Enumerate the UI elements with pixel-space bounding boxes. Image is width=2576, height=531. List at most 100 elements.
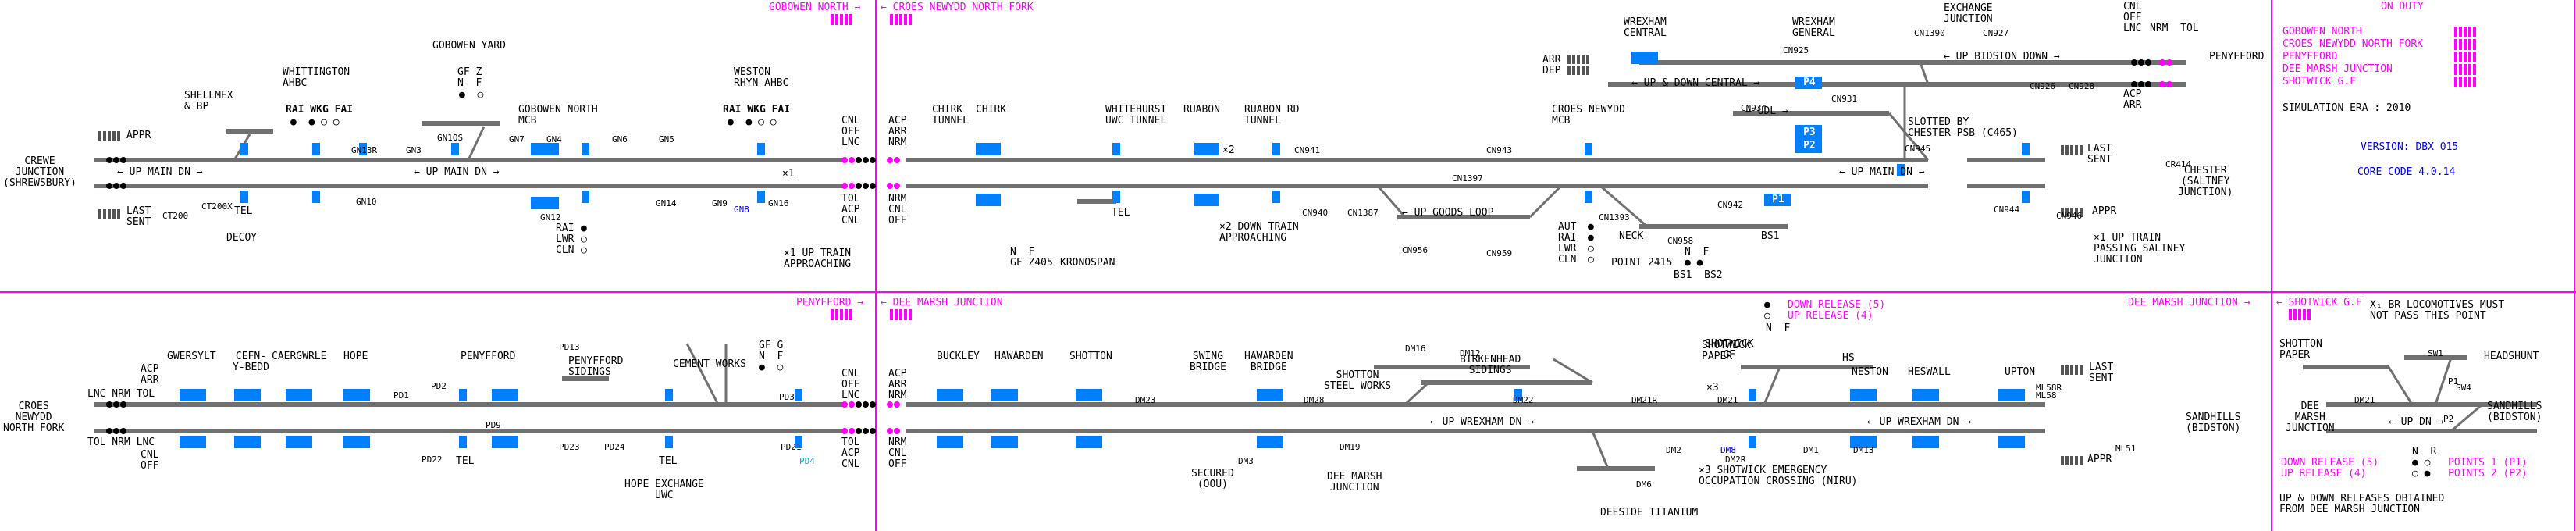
signal-cn943[interactable]: CN943 (1486, 145, 1513, 155)
signal-cn927[interactable]: CN927 (1983, 28, 2009, 38)
signal-gn16[interactable]: GN16 (768, 198, 789, 208)
signal-cn931[interactable]: CN931 (1831, 94, 1858, 104)
signal-pd24[interactable]: PD24 (604, 442, 625, 452)
duty-penyffordd[interactable]: PENYFFORD (2282, 51, 2338, 62)
chester-label: CHESTER (SALTNEY JUNCTION) (2178, 165, 2233, 198)
dee-marsh-jn-label-sw: DEE MARSH JUNCTION (2286, 401, 2335, 434)
up-main-dn-wrexham: ← UP MAIN DN → (1839, 166, 1925, 178)
duty-croes[interactable]: CROES NEWYDD NORTH FORK (2282, 38, 2424, 50)
header-penyffordd: PENYFFORD → (796, 297, 864, 308)
signal-cn942[interactable]: CN942 (1717, 200, 1744, 210)
signal-cn959[interactable]: CN959 (1486, 248, 1513, 258)
signal-cn934[interactable]: CN934 (1741, 103, 1767, 113)
signal-cn944[interactable]: CN944 (1994, 205, 2020, 215)
signal-cn1393[interactable]: CN1393 (1599, 212, 1630, 223)
signal-gn7[interactable]: GN7 (509, 134, 525, 144)
tol-acp-cnl-b: TOL ACP CNL (841, 437, 860, 470)
signal-sw1[interactable]: SW1 (2428, 348, 2443, 358)
signal-gn3[interactable]: GN3 (406, 145, 422, 155)
signal-cn940[interactable]: CN940 (1302, 208, 1329, 218)
signal-dm23[interactable]: DM23 (1135, 395, 1156, 405)
signal-dm2r[interactable]: DM2R (1725, 454, 1746, 465)
signal-cr414[interactable]: CR414 (2165, 159, 2192, 169)
signal-pd2[interactable]: PD2 (431, 381, 447, 391)
appr-label: APPR (126, 130, 151, 141)
signal-gn9[interactable]: GN9 (712, 198, 728, 208)
signal-sw4[interactable]: SW4 (2456, 383, 2471, 393)
signal-dm12[interactable]: DM12 (1460, 348, 1481, 358)
sandhills-sw: SANDHILLS (BIDSTON) (2487, 401, 2542, 423)
signal-cn928[interactable]: CN928 (2069, 81, 2095, 91)
signal-dm1[interactable]: DM1 (1803, 445, 1819, 455)
cnl-off-lnc-wrexham: CNL OFF LNC (2123, 1, 2142, 34)
signal-gn14[interactable]: GN14 (656, 198, 677, 208)
signal-p1-sw[interactable]: P1 (2448, 376, 2459, 387)
signal-dm8[interactable]: DM8 (1720, 445, 1736, 455)
signal-ml58[interactable]: ML58 (2036, 390, 2057, 401)
signal-cn926[interactable]: CN926 (2030, 81, 2056, 91)
nrm-cnl-off-b: NRM CNL OFF (888, 437, 907, 470)
signal-ml58r[interactable]: ML58R (2036, 383, 2062, 393)
wrexham-general-label: WREXHAM GENERAL (1792, 16, 1835, 39)
signal-cn1387[interactable]: CN1387 (1347, 208, 1379, 218)
signal-dm21-sw[interactable]: DM21 (2354, 395, 2375, 405)
signal-ct200[interactable]: CT200 (162, 211, 189, 221)
appr-br-indicator (2061, 456, 2084, 465)
signal-cn946[interactable]: CN946 (2056, 211, 2083, 221)
duty-shotwick[interactable]: SHOTWICK G.F (2282, 76, 2356, 87)
tol-acp-cnl-a: TOL ACP CNL (841, 193, 860, 226)
duty-dee-marsh[interactable]: DEE MARSH JUNCTION (2282, 63, 2393, 75)
secured-label: SECURED (OOU) (1191, 468, 1234, 490)
signal-pd1[interactable]: PD1 (393, 390, 409, 401)
signal-p2-sw[interactable]: P2 (2443, 414, 2454, 424)
signal-gn10[interactable]: GN10 (356, 197, 377, 207)
signal-dm13[interactable]: DM13 (1853, 445, 1874, 455)
gf-z-label: GF Z N F (457, 66, 482, 89)
signal-dm6[interactable]: DM6 (1636, 479, 1652, 490)
shotton-label: SHOTTON (1069, 351, 1112, 362)
last-sent-right: LAST SENT (2087, 143, 2112, 166)
signal-dm28[interactable]: DM28 (1304, 395, 1325, 405)
signal-dm16[interactable]: DM16 (1405, 344, 1426, 354)
last-sent-br: LAST SENT (2089, 362, 2114, 384)
shotwick-paper-label: SHOTWICK PAPER (1702, 340, 1751, 362)
penyffordd-sidings-label: PENYFFORD SIDINGS (568, 355, 624, 378)
signal-dm19[interactable]: DM19 (1340, 442, 1361, 452)
signal-gn5[interactable]: GN5 (659, 134, 674, 144)
signal-ml51[interactable]: ML51 (2115, 444, 2137, 454)
signal-pd21[interactable]: PD21 (781, 442, 802, 452)
up-release-label: UP RELEASE (4) (1788, 310, 1873, 322)
signal-pd23[interactable]: PD23 (559, 442, 580, 452)
bs1-label: BS1 (1761, 230, 1780, 242)
tel-label-bl: TEL (456, 455, 475, 467)
signal-pd4[interactable]: PD4 (799, 456, 815, 466)
signal-cn945[interactable]: CN945 (1905, 144, 1931, 154)
signal-cn958[interactable]: CN958 (1667, 236, 1694, 246)
signal-dm21[interactable]: DM21 (1717, 395, 1738, 405)
signal-cn956[interactable]: CN956 (1402, 245, 1429, 255)
kronospan-label: KRONOSPAN (1060, 257, 1115, 269)
signal-pd13[interactable]: PD13 (559, 342, 580, 352)
wrexham-central-label: WREXHAM CENTRAL (1624, 16, 1667, 39)
signal-dm21r[interactable]: DM21R (1631, 395, 1658, 405)
signal-gn8[interactable]: GN8 (734, 205, 749, 215)
signal-cn941[interactable]: CN941 (1294, 145, 1321, 155)
duty-gobowen[interactable]: GOBOWEN NORTH (2282, 26, 2362, 37)
signal-ct200x[interactable]: CT200X (201, 201, 233, 212)
signal-gn6[interactable]: GN6 (612, 134, 628, 144)
signal-gn4[interactable]: GN4 (546, 134, 562, 144)
signal-cn1390[interactable]: CN1390 (1914, 28, 1945, 38)
signal-cn925[interactable]: CN925 (1783, 45, 1809, 55)
signal-pd9[interactable]: PD9 (486, 420, 501, 430)
whitehurst-label: WHITEHURST UWC TUNNEL (1105, 104, 1167, 127)
signal-cn1397[interactable]: CN1397 (1452, 173, 1483, 184)
signal-pd22[interactable]: PD22 (422, 454, 443, 465)
signal-pd3[interactable]: PD3 (779, 392, 795, 402)
signal-gn12[interactable]: GN12 (540, 212, 561, 223)
signal-dm22[interactable]: DM22 (1513, 395, 1534, 405)
on-duty-title: ON DUTY (2381, 1, 2424, 12)
signal-gn13r[interactable]: GN13R (351, 145, 378, 155)
signal-gn1os[interactable]: GN1OS (437, 133, 464, 143)
signal-dm3[interactable]: DM3 (1238, 456, 1254, 466)
signal-dm2[interactable]: DM2 (1666, 445, 1681, 455)
